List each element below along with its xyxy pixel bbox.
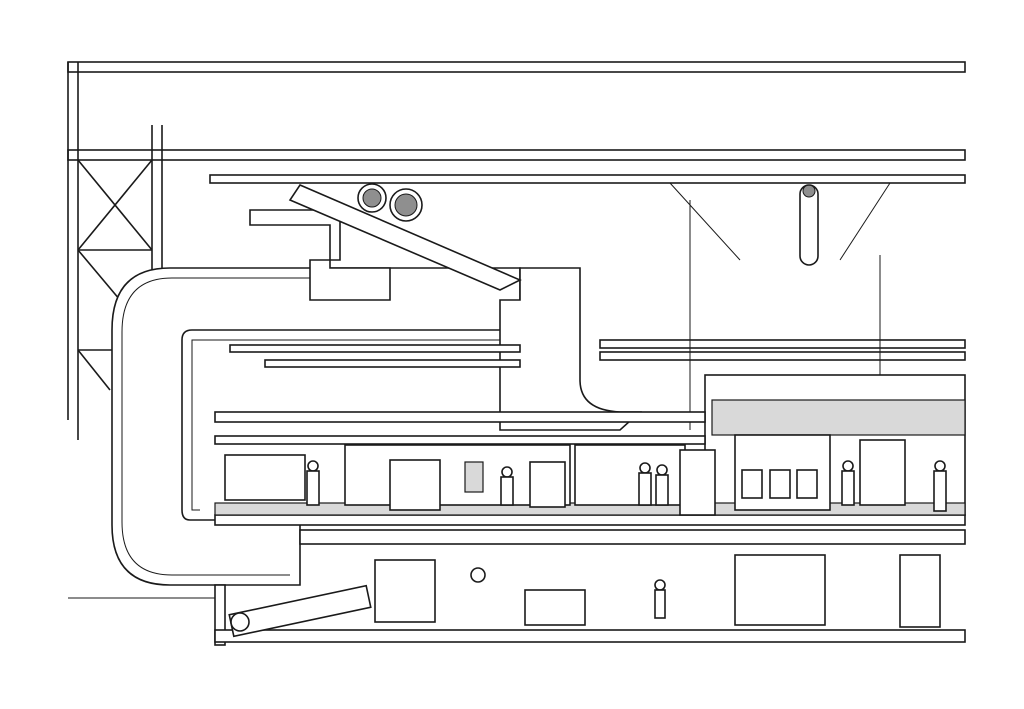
central-duct: [249, 183, 819, 431]
roof-truss: [67, 61, 966, 184]
u-shaped-duct: [111, 267, 521, 586]
basement: [68, 529, 966, 646]
ceiling-slab: [214, 411, 706, 445]
workers: [306, 460, 947, 512]
main-floor: [214, 434, 966, 526]
ceiling-pipes: [229, 182, 966, 430]
